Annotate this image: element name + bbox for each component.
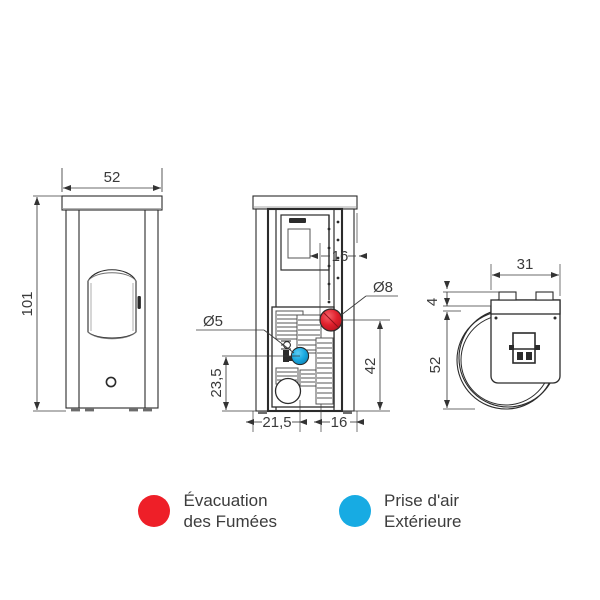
front-width-label: 52 <box>104 169 121 186</box>
top-dimensions <box>443 264 561 410</box>
flue-height-label: 42 <box>362 358 379 375</box>
top-depth-label: 52 <box>427 357 444 374</box>
air-diameter-label: Ø5 <box>203 313 223 330</box>
side-top-offset-label: 16 <box>332 248 349 265</box>
legend-item-flue: Évacuation des Fumées <box>138 490 277 532</box>
top-width-label: 31 <box>517 256 534 273</box>
top-view-group <box>456 291 561 410</box>
blue-circle-icon <box>339 495 372 527</box>
legend-air-label: Prise d'air Extérieure <box>384 491 462 531</box>
legend-flue-label: Évacuation des Fumées <box>183 491 278 531</box>
front-dimensions <box>33 168 163 412</box>
side-section-group <box>252 195 358 414</box>
side-bottom-left-label: 21,5 <box>262 414 291 431</box>
side-dimensions <box>196 213 398 432</box>
air-height-label: 23,5 <box>208 368 225 397</box>
top-offset-label: 4 <box>424 298 441 306</box>
legend-item-air: Prise d'air Extérieure <box>339 490 462 532</box>
red-circle-icon <box>138 495 171 527</box>
legend: Évacuation des Fumées Prise d'air Extéri… <box>0 490 600 560</box>
side-bottom-right-label: 16 <box>331 414 348 431</box>
flue-diameter-label: Ø8 <box>373 279 393 296</box>
front-view-group <box>61 195 163 412</box>
front-height-label: 101 <box>19 291 36 316</box>
